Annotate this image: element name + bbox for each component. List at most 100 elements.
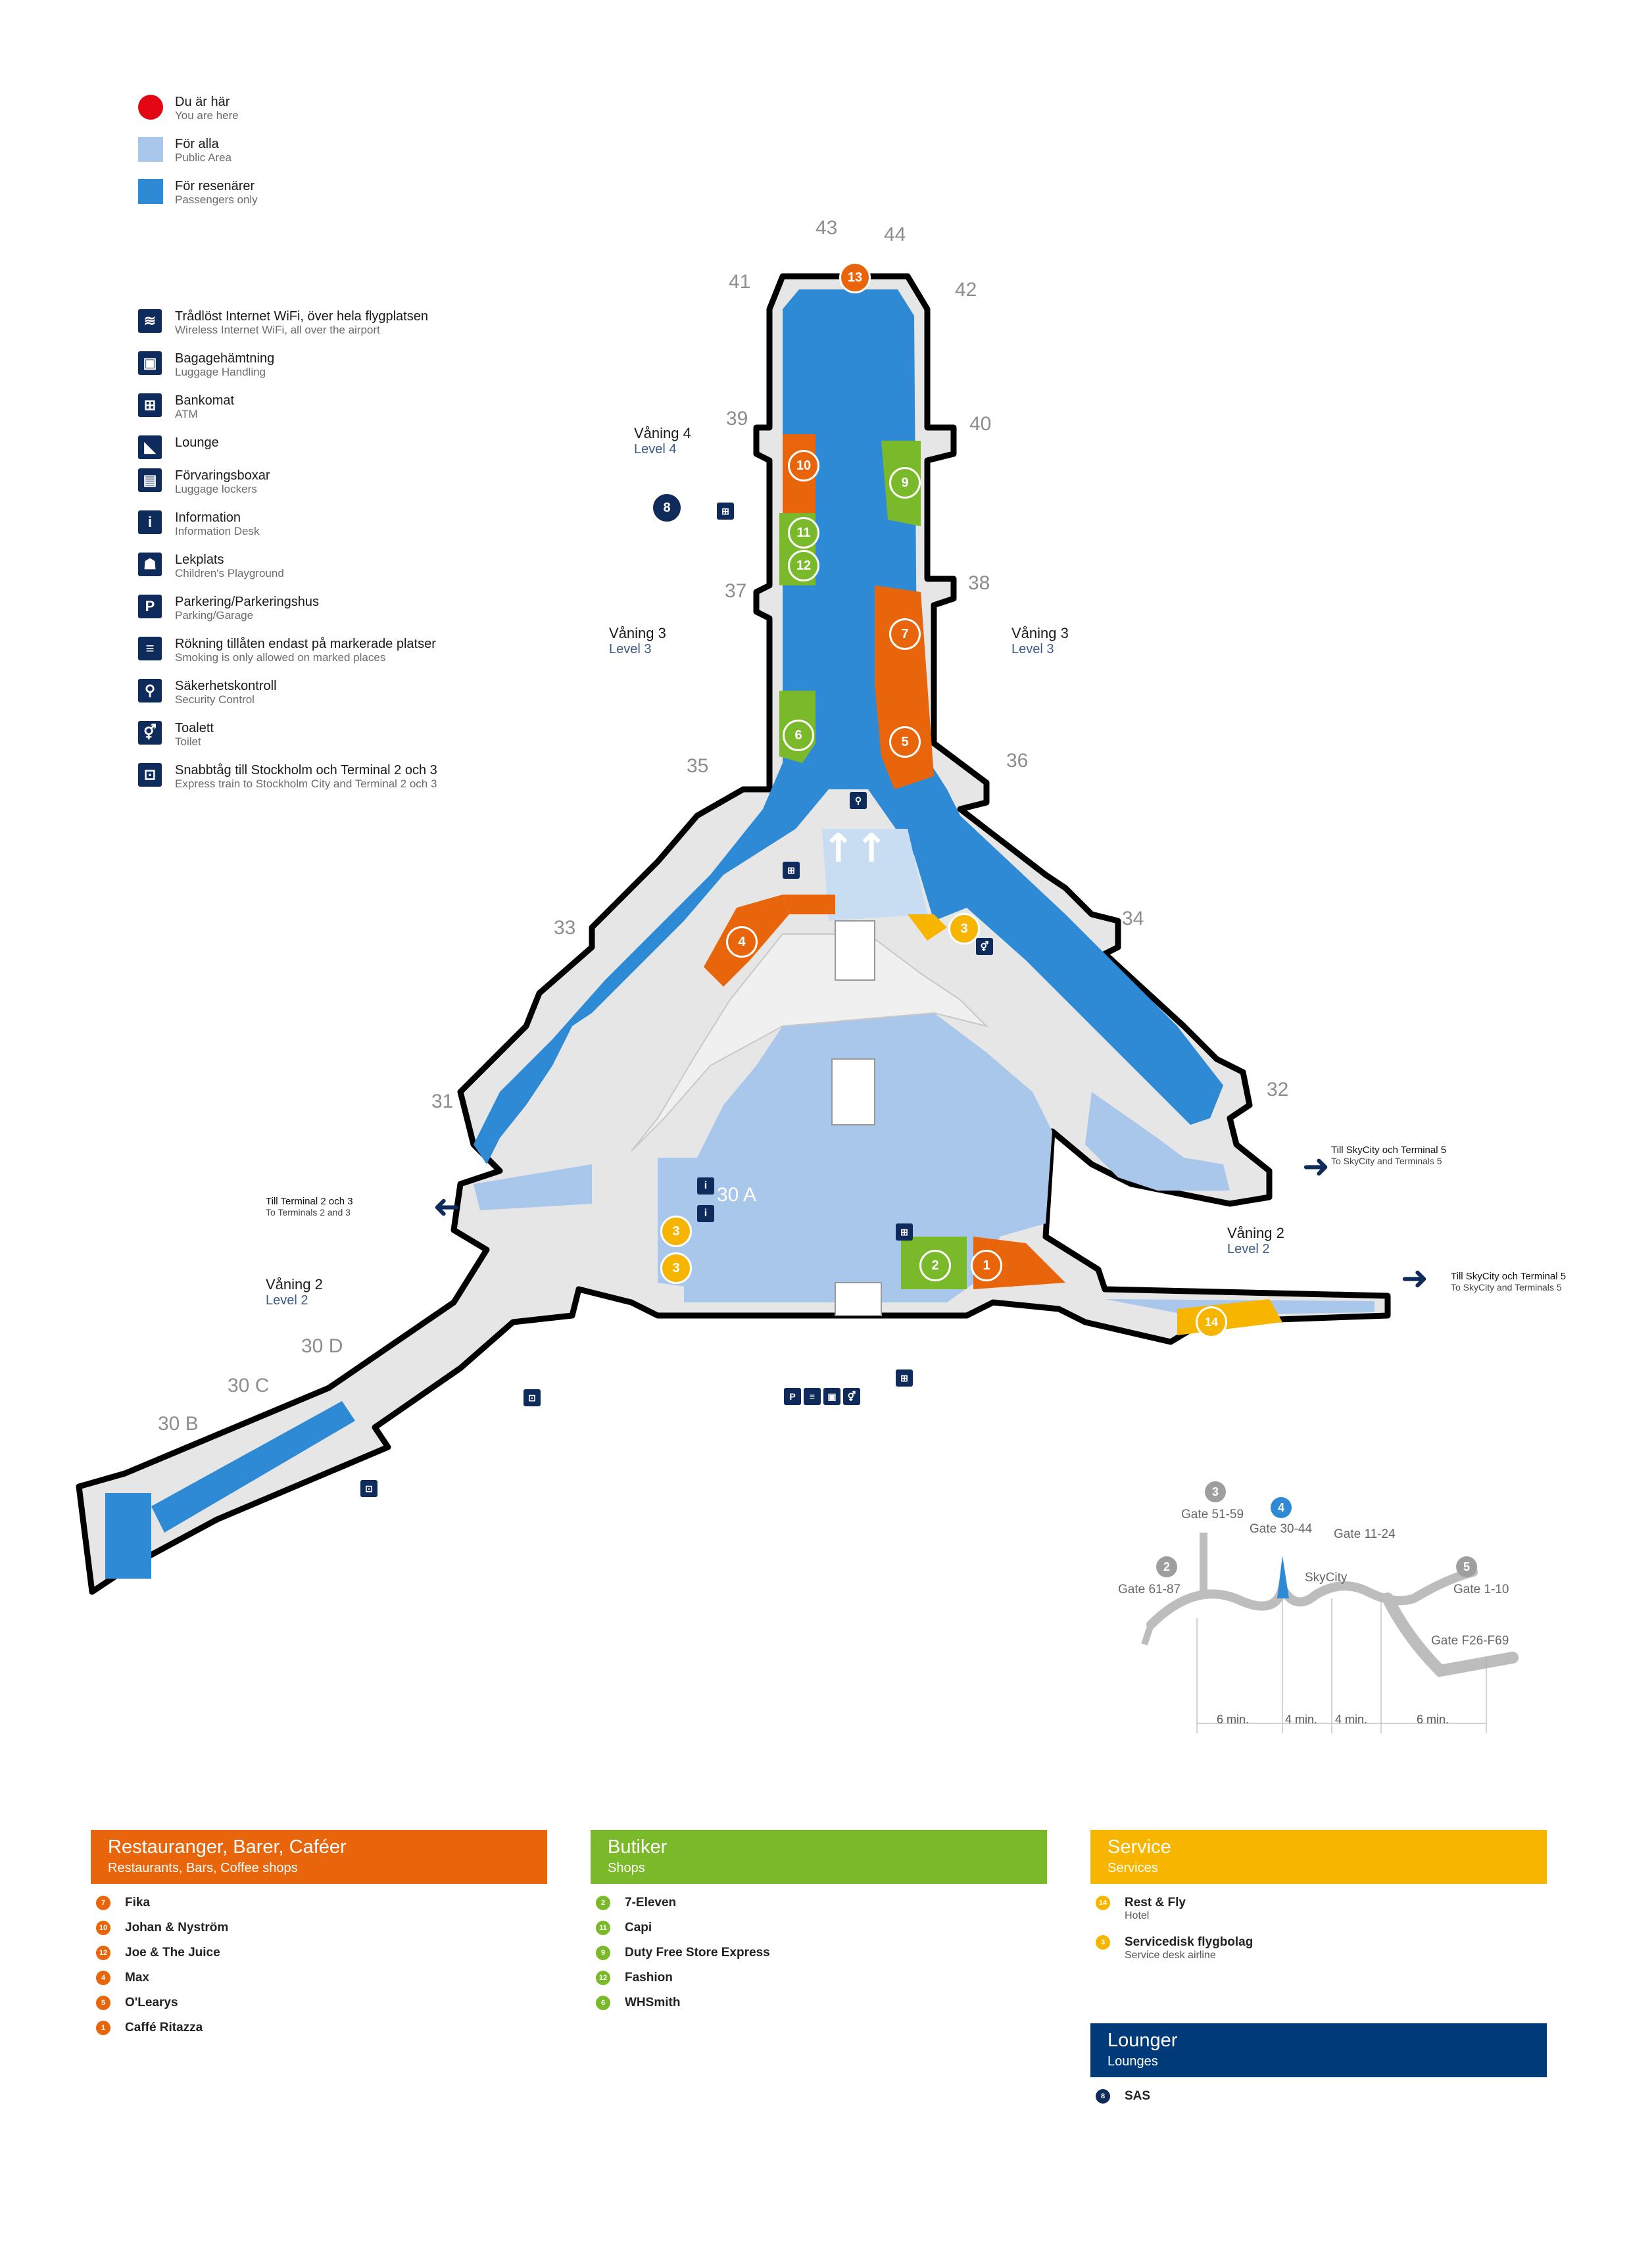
list-item[interactable]: 6 WHSmith bbox=[596, 1996, 680, 2010]
terminal-4-badge[interactable]: 4 bbox=[1271, 1497, 1292, 1518]
marker-12[interactable]: 12 bbox=[788, 550, 819, 581]
category-restaurants-header: Restauranger, Barer, Caféer Restaurants,… bbox=[91, 1830, 547, 1884]
gate-label: 43 bbox=[816, 217, 838, 239]
marker-5[interactable]: 5 bbox=[889, 726, 921, 758]
legend-icon-row: i Information Information Desk bbox=[138, 510, 260, 538]
arrow-right-icon: ➜ bbox=[1401, 1259, 1428, 1297]
marker-3[interactable]: 3 bbox=[660, 1252, 692, 1284]
list-item[interactable]: 10 Johan & Nyström bbox=[96, 1921, 228, 1935]
terminal-3-badge[interactable]: 3 bbox=[1205, 1481, 1226, 1502]
gate-label: 41 bbox=[729, 271, 751, 293]
list-item[interactable]: 4 Max bbox=[96, 1971, 149, 1985]
arrow-right-icon: ➜ bbox=[1302, 1147, 1330, 1185]
legend-icon-row: ⚲ Säkerhetskontroll Security Control bbox=[138, 679, 277, 706]
item-number: 3 bbox=[1096, 1935, 1110, 1950]
walk-time: 6 min. bbox=[1417, 1713, 1449, 1726]
train-icon[interactable]: ⊡ bbox=[523, 1389, 541, 1406]
gate-label: 36 bbox=[1006, 750, 1029, 772]
security-icon[interactable]: ⚲ bbox=[850, 792, 867, 809]
marker-7[interactable]: 7 bbox=[889, 618, 921, 650]
item-number: 10 bbox=[96, 1921, 110, 1935]
category-lounges-header: Lounger Lounges bbox=[1090, 2023, 1547, 2077]
atm-icon[interactable]: ⊞ bbox=[717, 503, 734, 520]
list-item[interactable]: 12 Joe & The Juice bbox=[96, 1946, 220, 1960]
gate-label: 39 bbox=[726, 408, 748, 430]
item-number: 12 bbox=[596, 1971, 610, 1985]
atm-icon[interactable]: ⊞ bbox=[783, 862, 800, 879]
legend-icon-row: ▣ Bagagehämtning Luggage Handling bbox=[138, 351, 274, 379]
gate-label: 35 bbox=[687, 755, 709, 777]
parking-icon[interactable]: P bbox=[784, 1388, 801, 1405]
terminal-2-badge[interactable]: 2 bbox=[1156, 1556, 1177, 1577]
marker-3[interactable]: 3 bbox=[660, 1216, 692, 1247]
toilet-icon[interactable]: ⚥ bbox=[843, 1388, 860, 1405]
list-item[interactable]: 2 7-Eleven bbox=[596, 1896, 676, 1910]
security-icon: ⚲ bbox=[138, 679, 162, 703]
category-service-header: Service Services bbox=[1090, 1830, 1547, 1884]
marker-2[interactable]: 2 bbox=[919, 1250, 951, 1281]
locker-icon: ▤ bbox=[138, 468, 162, 492]
gate-label: 33 bbox=[554, 917, 576, 939]
list-item[interactable]: 1 Caffé Ritazza bbox=[96, 2021, 203, 2035]
legend-icon-row: ≋ Trådlöst Internet WiFi, över hela flyg… bbox=[138, 309, 428, 337]
luggage-icon[interactable]: ▣ bbox=[823, 1388, 840, 1405]
marker-9[interactable]: 9 bbox=[889, 467, 921, 499]
atm-icon[interactable]: ⊞ bbox=[896, 1369, 913, 1387]
smoking-icon: ≡ bbox=[138, 637, 162, 660]
list-item[interactable]: 9 Duty Free Store Express bbox=[596, 1946, 770, 1960]
marker-1[interactable]: 1 bbox=[971, 1250, 1002, 1281]
list-item[interactable]: 5 O'Learys bbox=[96, 1996, 178, 2010]
gate-label: 42 bbox=[955, 279, 977, 301]
walk-time: 4 min. bbox=[1335, 1713, 1368, 1726]
gate-label: 37 bbox=[725, 580, 747, 602]
walk-time: 4 min. bbox=[1285, 1713, 1318, 1726]
level-label: Våning 2 Level 2 bbox=[266, 1276, 323, 1308]
list-item[interactable]: 12 Fashion bbox=[596, 1971, 673, 1985]
list-item[interactable]: 14 Rest & Fly Hotel bbox=[1096, 1896, 1186, 1922]
info-icon: i bbox=[138, 510, 162, 534]
marker-13[interactable]: 13 bbox=[839, 262, 871, 293]
item-number: 14 bbox=[1096, 1896, 1110, 1910]
level-label: Våning 4 Level 4 bbox=[634, 425, 691, 456]
walk-time: 6 min. bbox=[1217, 1713, 1250, 1726]
item-number: 11 bbox=[596, 1921, 610, 1935]
passenger-area bbox=[105, 289, 1223, 1579]
overview-label: Gate 1-10 bbox=[1453, 1583, 1509, 1596]
item-number: 7 bbox=[96, 1896, 110, 1910]
wifi-icon: ≋ bbox=[138, 309, 162, 333]
gate-label: 30 C bbox=[228, 1375, 270, 1396]
terminal-5-badge[interactable]: 5 bbox=[1456, 1556, 1477, 1577]
atm-icon[interactable]: ⊞ bbox=[896, 1223, 913, 1241]
train-icon[interactable]: ⊡ bbox=[360, 1480, 377, 1497]
legend-icon-row: ⊞ Bankomat ATM bbox=[138, 393, 234, 421]
smoking-icon[interactable]: ≡ bbox=[804, 1388, 821, 1405]
legend-icon-row: ⊡ Snabbtåg till Stockholm och Terminal 2… bbox=[138, 763, 437, 791]
list-item[interactable]: 7 Fika bbox=[96, 1896, 150, 1910]
info-icon[interactable]: i bbox=[697, 1177, 714, 1195]
list-item[interactable]: 3 Servicedisk flygbolag Service desk air… bbox=[1096, 1935, 1253, 1961]
lounge-icon: ◣ bbox=[138, 435, 162, 459]
marker-3[interactable]: 3 bbox=[948, 913, 980, 945]
marker-6[interactable]: 6 bbox=[783, 720, 814, 751]
info-icon[interactable]: i bbox=[697, 1205, 714, 1222]
marker-8[interactable]: 8 bbox=[651, 492, 683, 524]
item-number: 2 bbox=[596, 1896, 610, 1910]
list-item[interactable]: 11 Capi bbox=[596, 1921, 652, 1935]
stairs bbox=[831, 1058, 875, 1125]
marker-4[interactable]: 4 bbox=[726, 926, 758, 958]
luggage-icon: ▣ bbox=[138, 351, 162, 375]
level-label: Våning 3 Level 3 bbox=[609, 625, 666, 656]
legend-icon-row: ⚥ Toalett Toilet bbox=[138, 721, 214, 749]
toilet-icon[interactable]: ⚥ bbox=[976, 938, 993, 955]
marker-11[interactable]: 11 bbox=[788, 517, 819, 549]
atm-icon: ⊞ bbox=[138, 393, 162, 417]
list-item[interactable]: 8 SAS bbox=[1096, 2089, 1150, 2104]
gate-label: 30 B bbox=[158, 1413, 199, 1435]
level-label: Våning 2 Level 2 bbox=[1227, 1225, 1284, 1256]
parking-icon: P bbox=[138, 595, 162, 618]
marker-10[interactable]: 10 bbox=[788, 450, 819, 481]
overview-label: Gate F26-F69 bbox=[1431, 1634, 1509, 1648]
legend-icon-row: ◣ Lounge bbox=[138, 435, 219, 459]
legend-passengers-area: För resenärer Passengers only bbox=[138, 179, 258, 207]
marker-14[interactable]: 14 bbox=[1196, 1306, 1227, 1338]
